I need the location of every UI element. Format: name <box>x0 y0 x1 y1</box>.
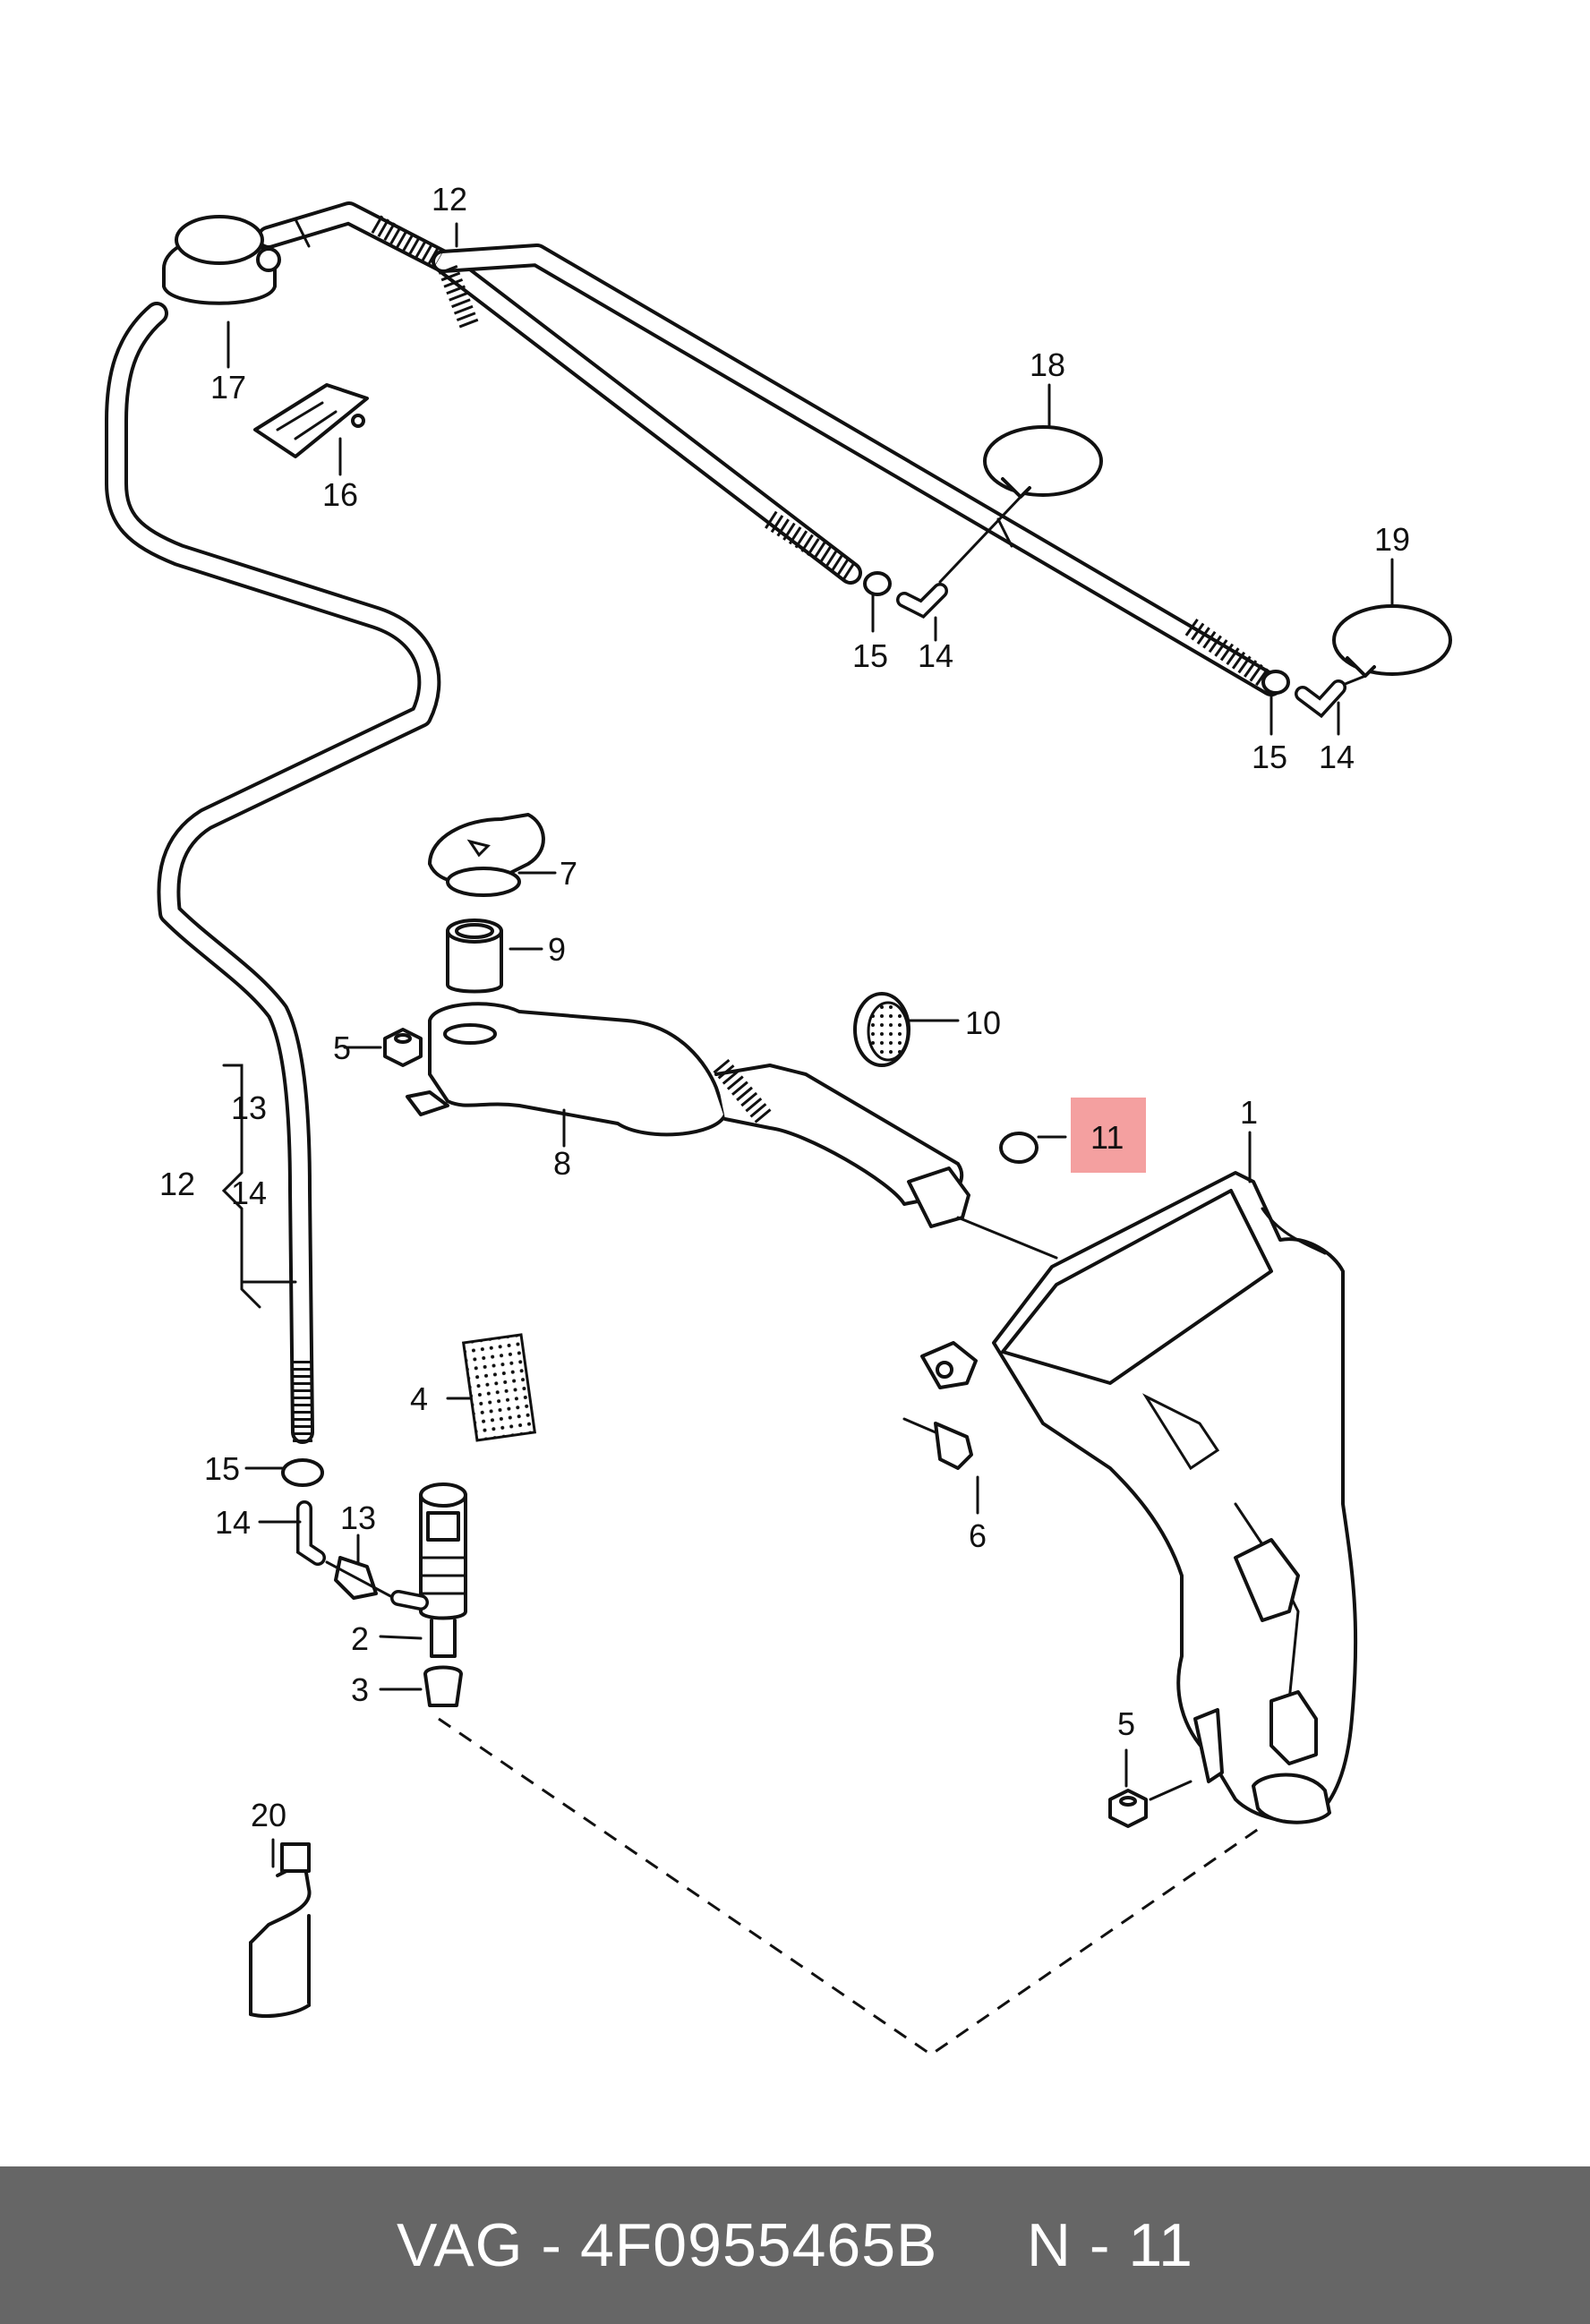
footer-bar: VAG - 4F0955465B N - 11 <box>0 2166 1590 2324</box>
leader-lines <box>221 222 1394 1868</box>
callout-12-top: 12 <box>432 181 467 218</box>
connector-upper-b <box>1261 670 1346 719</box>
callout-1: 1 <box>1240 1094 1258 1131</box>
filler-neck <box>406 1002 970 1228</box>
clip <box>253 383 369 458</box>
callout-6: 6 <box>969 1517 987 1554</box>
pump-grommet <box>423 1665 463 1707</box>
o-ring <box>999 1132 1039 1164</box>
callout-19: 19 <box>1374 521 1410 558</box>
dashed-connector <box>438 1717 1263 2056</box>
callout-4: 4 <box>410 1380 428 1417</box>
callout-15-a: 15 <box>852 637 888 674</box>
callout-14-c: 14 <box>215 1504 251 1541</box>
callout-20: 20 <box>251 1797 286 1833</box>
footer-part-number: VAG - 4F0955465B N - 11 <box>397 2210 1193 2280</box>
washer-nozzle-18 <box>938 425 1103 584</box>
upper-hose-network <box>257 201 1283 696</box>
callout-8: 8 <box>553 1145 571 1182</box>
washer-nozzle-19 <box>1332 604 1452 687</box>
highlight-box-11 <box>1071 1098 1146 1173</box>
callout-labels: 12 17 16 18 19 15 14 15 14 7 9 10 5 8 11… <box>159 181 1410 1833</box>
callout-15-c: 15 <box>204 1450 240 1487</box>
callout-13: 13 <box>340 1499 376 1536</box>
nut-5a <box>383 1028 423 1067</box>
callout-9: 9 <box>548 931 566 968</box>
part-number: VAG - 4F0955465B <box>396 2211 938 2279</box>
reservoir-tank <box>920 1171 1358 1824</box>
callout-14-b: 14 <box>1319 739 1355 775</box>
callout-14-a: 14 <box>918 637 953 674</box>
callout-18: 18 <box>1030 346 1065 383</box>
callout-2: 2 <box>351 1620 369 1657</box>
vent-cap <box>162 215 281 305</box>
callout-13-bracket: 13 <box>231 1089 267 1126</box>
callout-16: 16 <box>322 476 358 513</box>
callout-10: 10 <box>965 1004 1001 1041</box>
fluid-bottle <box>249 1842 312 2018</box>
callout-5-a: 5 <box>333 1030 351 1066</box>
nut-5b <box>1108 1789 1148 1828</box>
main-hose <box>105 302 441 1446</box>
callout-5-b: 5 <box>1117 1705 1135 1742</box>
position-number: N - 11 <box>1026 2211 1194 2279</box>
grommet <box>853 992 910 1067</box>
filler-sleeve <box>446 918 503 994</box>
callout-12-bracket: 12 <box>159 1166 195 1202</box>
foam-pad <box>461 1333 537 1442</box>
filler-cap <box>428 813 545 897</box>
callout-11: 11 <box>1090 1119 1124 1156</box>
exploded-parts-diagram: 12 17 16 18 19 15 14 15 14 7 9 10 5 8 11… <box>105 181 1452 2056</box>
washer-pump <box>390 1482 467 1658</box>
callout-7: 7 <box>560 855 577 892</box>
callout-14-bracket: 14 <box>231 1175 267 1211</box>
bolt-6 <box>902 1417 973 1470</box>
callout-15-b: 15 <box>1252 739 1287 775</box>
callout-3: 3 <box>351 1671 369 1708</box>
lower-connectors <box>281 1458 396 1600</box>
connector-upper-a <box>863 571 948 619</box>
callout-17: 17 <box>210 369 246 406</box>
